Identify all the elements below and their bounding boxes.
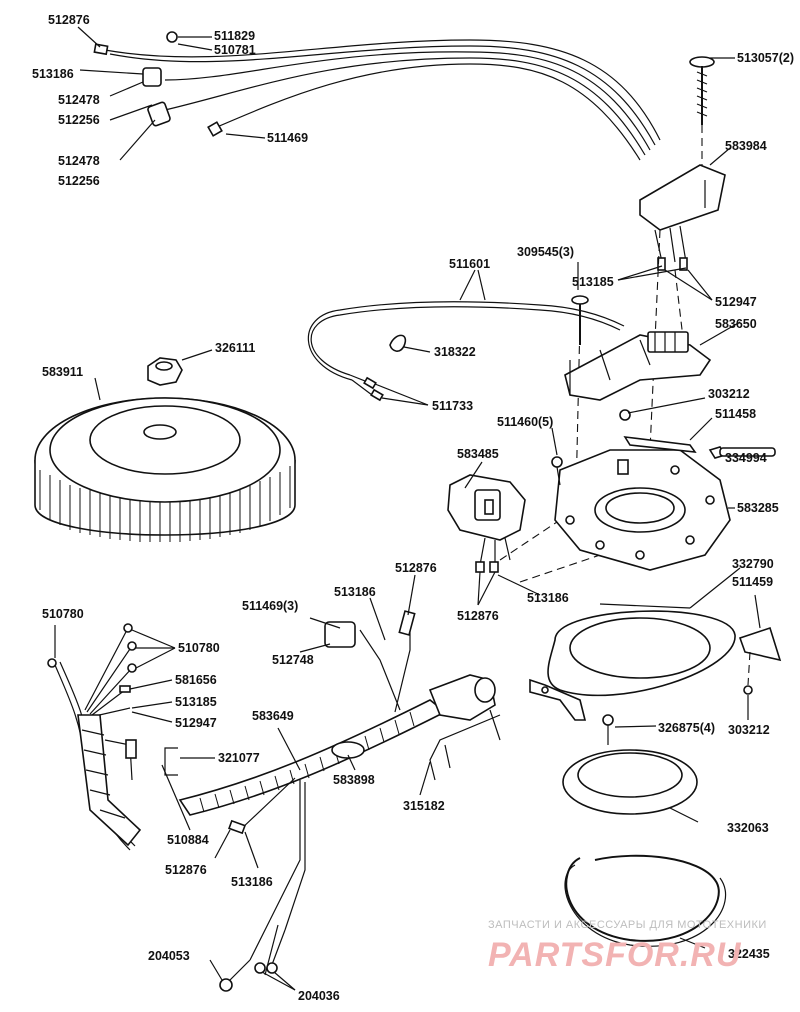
label-510780: 510780 [42,607,84,621]
label-513186: 513186 [231,875,273,889]
label-513186: 513186 [334,585,376,599]
label-512256: 512256 [58,174,100,188]
screw-511460 [551,456,563,486]
trigger-583650 [564,295,712,401]
label-583650: 583650 [715,317,757,331]
label-332063: 332063 [727,821,769,835]
wire-511601 [307,301,625,402]
label-581656: 581656 [175,673,217,687]
label-511829: 511829 [214,29,255,43]
label-332790: 332790 [732,557,774,571]
label-583911: 583911 [42,365,83,379]
watermark-caption: ЗАПЧАСТИ И АКСЕССУАРЫ ДЛЯ МОТОТЕХНИКИ [488,919,767,931]
label-512947: 512947 [715,295,757,309]
label-511459: 511459 [732,575,773,589]
clip-318322 [389,334,407,352]
label-583984: 583984 [725,139,767,153]
label-204053: 204053 [148,949,190,963]
label-583898: 583898 [333,773,375,787]
label-511460: 511460(5) [497,415,553,429]
label-204036: 204036 [298,989,340,1003]
label-511458: 511458 [715,407,756,421]
label-583285: 583285 [737,501,779,515]
label-322435: 322435 [728,947,770,961]
label-513185: 513185 [572,275,614,289]
label-510884: 510884 [167,833,209,847]
ignition-coil-583485 [447,474,526,573]
screw-326875 [602,714,614,745]
label-318322: 318322 [434,345,476,359]
label-512947: 512947 [175,716,217,730]
label-334994: 334994 [725,451,767,465]
label-511469-3: 511469(3) [242,599,298,613]
flywheel-583911 [34,397,296,542]
wrench-334994 [708,446,776,459]
part-number-labels: 512876 511829 510781 513186 512478 51225… [32,13,794,1003]
label-315182: 315182 [403,799,445,813]
label-512876: 512876 [457,609,499,623]
label-326111: 326111 [215,341,255,355]
top-wire-harness [93,31,661,161]
watermark-logo: PARTSFOR.RU [488,936,742,974]
label-511469: 511469 [267,131,308,145]
stator-ring-332790 [529,610,736,721]
label-583649: 583649 [252,709,294,723]
leader-lines [54,26,761,991]
snap-ring-322435 [564,854,727,947]
label-512876: 512876 [48,13,90,27]
clamp-511458 [619,409,697,453]
label-583485: 583485 [457,447,499,461]
label-513186: 513186 [32,67,74,81]
screw-513057 [689,56,715,170]
label-510781: 510781 [214,43,256,57]
label-511733: 511733 [432,399,473,413]
label-513186: 513186 [527,591,569,605]
label-512478: 512478 [58,154,100,168]
label-309545: 309545(3) [517,245,574,259]
label-512256: 512256 [58,113,100,127]
main-harness-583649 [178,610,496,992]
label-303212: 303212 [708,387,750,401]
label-321077: 321077 [218,751,260,765]
coil-583984 [639,164,726,271]
clip-315182 [429,709,501,781]
label-326875: 326875(4) [658,721,715,735]
retainer-332063 [562,749,698,815]
label-512478: 512478 [58,93,100,107]
bracket-511459 [738,626,782,695]
label-513057: 513057(2) [737,51,794,65]
label-512876: 512876 [165,863,207,877]
stator-plate-583285 [554,449,731,571]
label-511601: 511601 [449,257,490,271]
left-harness [47,623,178,851]
label-510780: 510780 [178,641,220,655]
label-512876: 512876 [395,561,437,575]
nut-326111 [147,357,183,386]
watermark: ЗАПЧАСТИ И АКСЕССУАРЫ ДЛЯ МОТОТЕХНИКИ PA… [488,919,767,974]
label-513185: 513185 [175,695,217,709]
label-512748: 512748 [272,653,314,667]
label-303212: 303212 [728,723,770,737]
